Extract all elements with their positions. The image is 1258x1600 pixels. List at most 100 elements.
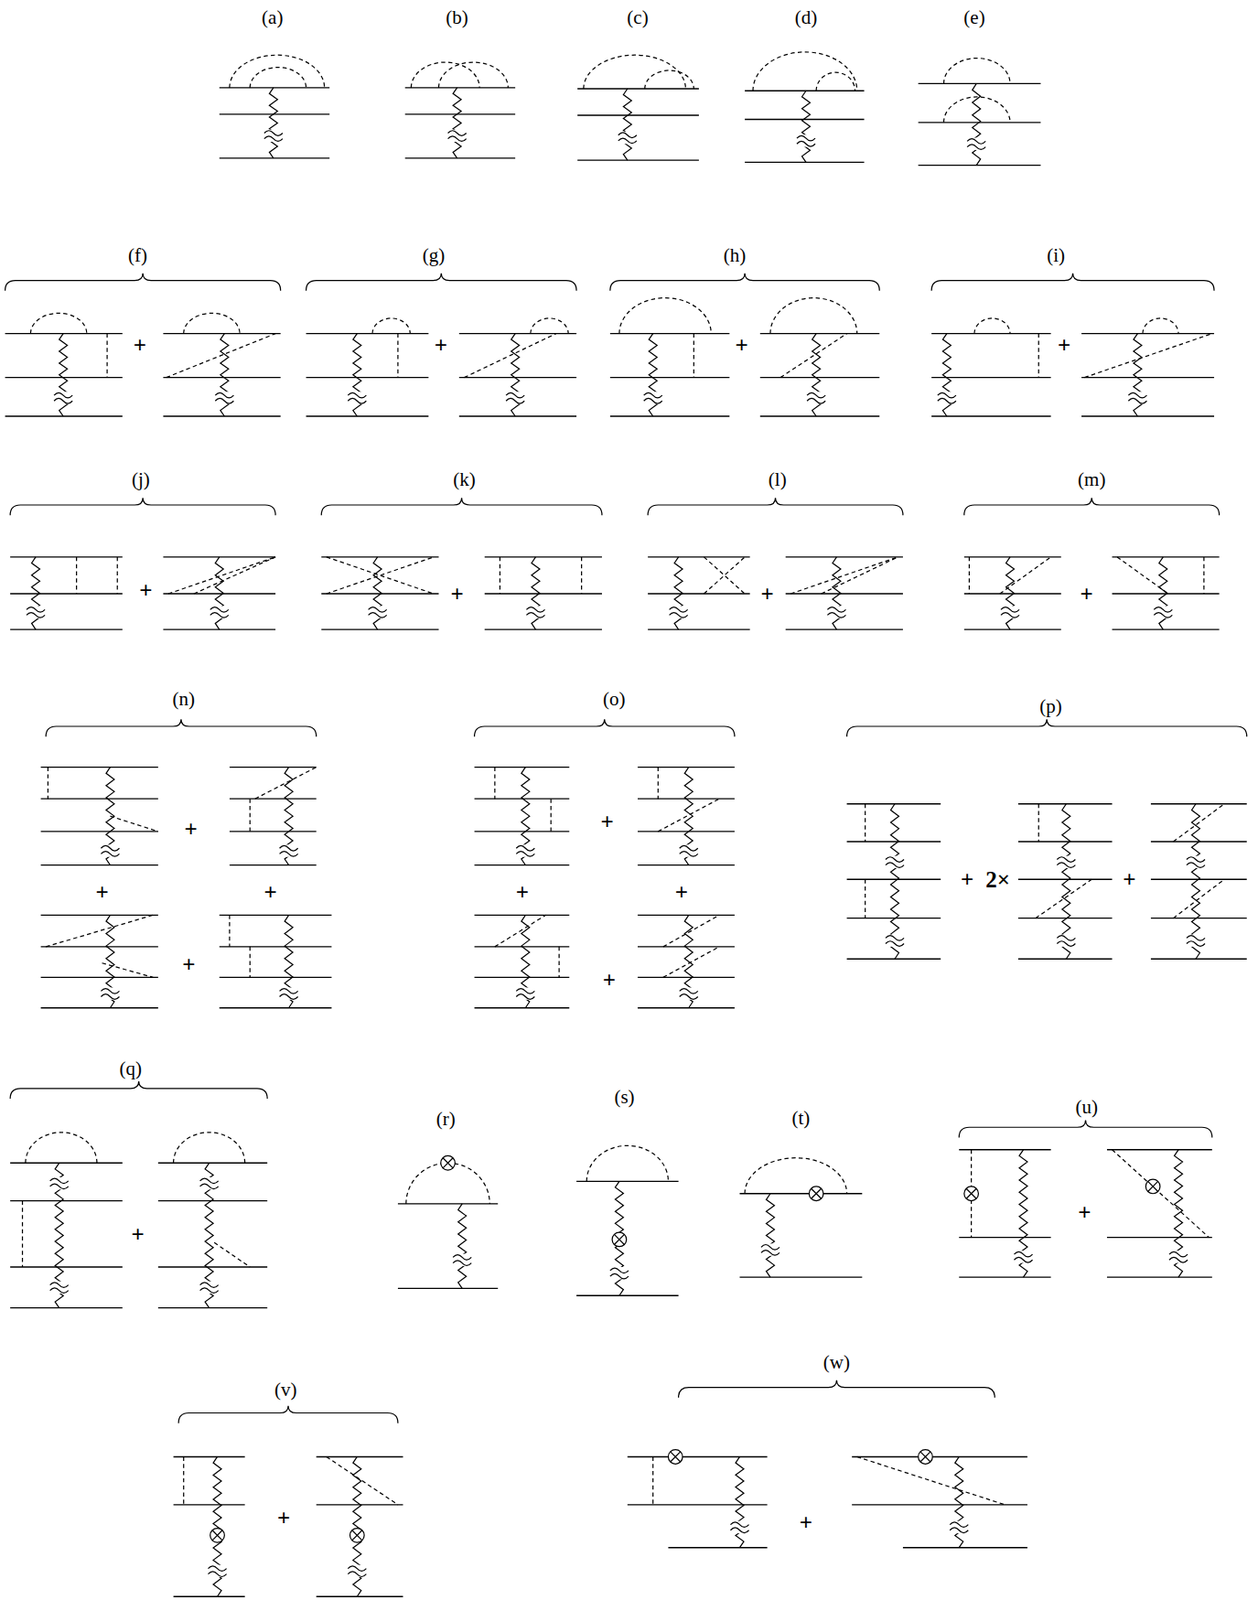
- fermion-line: [158, 1162, 268, 1164]
- fermion-line: [405, 157, 516, 159]
- dashed-arc: [30, 312, 87, 334]
- break-mark: [279, 845, 299, 857]
- fermion-line: [847, 803, 942, 805]
- fermion-line: [459, 333, 577, 334]
- fermion-line: [851, 1456, 1028, 1458]
- fermion-line: [918, 83, 1042, 85]
- break-ground: [100, 844, 119, 857]
- break-mark: [516, 989, 535, 1000]
- fermion-line: [41, 798, 159, 800]
- break-mark: [610, 1268, 629, 1280]
- fermion-line: [306, 415, 430, 417]
- brace: [958, 1119, 1213, 1138]
- fermion-line: [306, 376, 430, 378]
- brace: [306, 273, 578, 291]
- brace: [178, 1406, 398, 1424]
- fermion-line: [474, 914, 570, 916]
- break-ground: [796, 134, 816, 147]
- dashed-line: [657, 767, 659, 800]
- break-mark: [1128, 392, 1147, 404]
- break-ground: [26, 605, 45, 618]
- panel-label: (w): [823, 1352, 850, 1372]
- fermion-line: [316, 1456, 404, 1458]
- dashed-arc: [530, 318, 569, 334]
- counterterm-symbol: [440, 1155, 456, 1171]
- fermion-line: [627, 1456, 768, 1458]
- panel-label: (v): [274, 1379, 298, 1399]
- dashed-arc: [183, 312, 240, 334]
- dashed-line: [106, 333, 108, 378]
- dashed-line: [249, 946, 251, 978]
- break-ground: [347, 1565, 366, 1578]
- brace: [10, 1081, 268, 1099]
- brace: [474, 719, 735, 737]
- fermion-line: [474, 864, 570, 866]
- fermion-line: [637, 914, 735, 916]
- brace: [931, 273, 1215, 291]
- brace: [647, 497, 904, 516]
- photon-line: [765, 1193, 775, 1278]
- break-mark: [967, 139, 986, 151]
- operator-sign: +: [434, 333, 448, 356]
- fermion-line: [1150, 958, 1248, 960]
- fermion-line: [484, 628, 603, 630]
- fermion-line: [397, 1288, 498, 1290]
- fermion-line: [162, 333, 280, 334]
- brace: [45, 719, 317, 737]
- dashed-line: [255, 767, 317, 800]
- dashed-line: [166, 333, 276, 378]
- break-mark: [215, 392, 234, 404]
- dashed-arc: [619, 298, 711, 334]
- fermion-line: [903, 1547, 1028, 1549]
- dashed-line: [1038, 333, 1040, 378]
- fermion-line: [1018, 917, 1113, 919]
- fermion-line: [219, 914, 333, 916]
- break-ground: [679, 987, 699, 1000]
- break-mark: [347, 1566, 366, 1578]
- dashed-arc: [1142, 318, 1179, 334]
- fermion-line: [162, 592, 276, 594]
- dashed-line: [182, 1456, 184, 1505]
- break-mark: [100, 845, 119, 857]
- counterterm-symbol: [808, 1186, 824, 1202]
- photon-line: [458, 1204, 467, 1290]
- operator-sign: +: [960, 868, 974, 892]
- fermion-line: [321, 628, 439, 630]
- fermion-line: [162, 415, 280, 417]
- panel-label: (n): [172, 688, 195, 709]
- dashed-line: [1117, 557, 1169, 594]
- panel-label: (f): [128, 245, 148, 265]
- break-mark: [452, 1255, 472, 1267]
- operator-sign: +: [263, 880, 277, 904]
- break-ground: [1128, 391, 1147, 404]
- fermion-line: [405, 113, 516, 115]
- break-ground: [1000, 605, 1020, 618]
- break-mark: [448, 130, 467, 142]
- fermion-line: [760, 415, 880, 417]
- fermion-line: [158, 1266, 268, 1268]
- fermion-line: [851, 1504, 1028, 1506]
- photon-line: [32, 557, 41, 630]
- dashed-line: [657, 798, 720, 832]
- break-mark: [761, 1245, 780, 1257]
- panel-label: (q): [118, 1058, 142, 1078]
- fermion-line: [785, 556, 904, 558]
- operator-sign: +: [600, 809, 613, 833]
- fermion-line: [958, 1149, 1051, 1151]
- fermion-line: [744, 161, 864, 163]
- break-mark: [210, 607, 229, 619]
- panel-label: (j): [131, 470, 151, 490]
- brace: [321, 497, 603, 516]
- fermion-line: [739, 1193, 862, 1194]
- break-ground: [679, 844, 699, 857]
- dashed-line: [550, 798, 552, 832]
- panel-label: (e): [963, 7, 985, 27]
- photon-line: [955, 1456, 964, 1548]
- panel-label: (h): [723, 245, 747, 265]
- break-mark: [669, 607, 689, 619]
- break-mark: [1186, 935, 1205, 947]
- fermion-line: [1018, 879, 1113, 881]
- fermion-line: [1081, 415, 1215, 417]
- break-ground: [967, 138, 986, 151]
